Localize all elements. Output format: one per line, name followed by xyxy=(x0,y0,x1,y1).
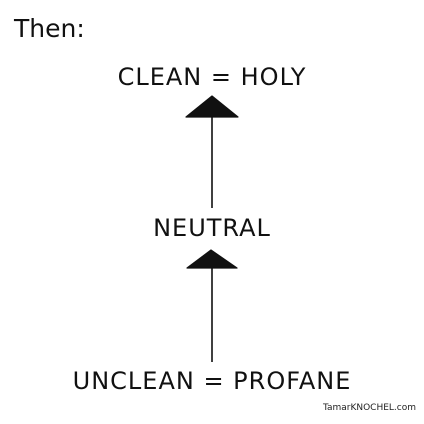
credit-text: TamarKNOCHEL.com xyxy=(322,403,416,413)
diagram-heading: Then: xyxy=(14,14,85,43)
arrow-up-icon xyxy=(186,249,238,362)
node-clean-holy: CLEAN = HOLY xyxy=(117,63,307,91)
arrow-head-lower xyxy=(186,249,238,269)
node-unclean-profane: UNCLEAN = PROFANE xyxy=(72,367,352,395)
arrow-up-icon xyxy=(185,95,239,208)
arrow-head-upper xyxy=(185,95,239,118)
node-neutral: NEUTRAL xyxy=(153,214,271,242)
